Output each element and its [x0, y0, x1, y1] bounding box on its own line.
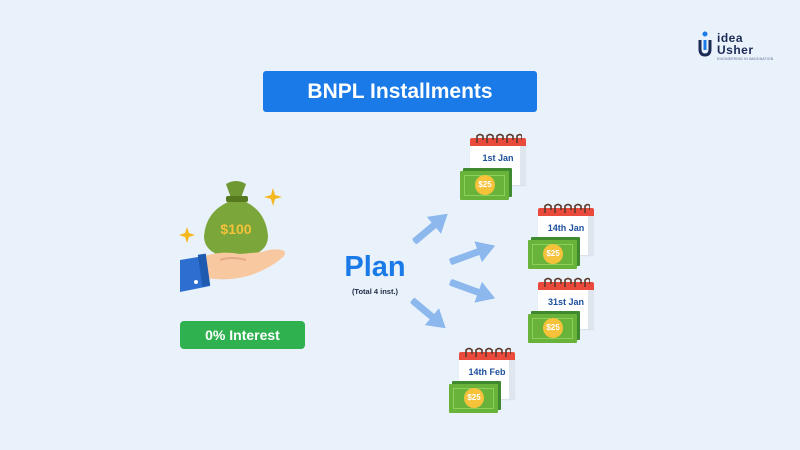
- sparkle-icon: [264, 188, 282, 206]
- installment-banknote: $25: [460, 168, 512, 201]
- plan-arrows: [410, 213, 496, 329]
- installment-amount: $25: [546, 249, 560, 258]
- page-title: BNPL Installments: [263, 71, 537, 112]
- installment-amount: $25: [478, 180, 492, 189]
- logo-text-idea: idea: [717, 31, 744, 45]
- installment-date: 1st Jan: [482, 153, 514, 163]
- installment-banknote: $25: [528, 311, 580, 344]
- coin-icon: [464, 388, 484, 408]
- logo-tagline: ENGINEERING IN IMAGINATION: [717, 57, 774, 61]
- installment-date: 14th Jan: [547, 223, 585, 233]
- arrow-icon: [410, 298, 446, 329]
- calendar-rings-icon: [544, 277, 590, 287]
- plan-sublabel: (Total 4 inst.): [351, 287, 399, 296]
- arrow-icon: [449, 279, 496, 303]
- logo-mark-icon: [698, 31, 712, 57]
- installment-amount: $25: [467, 393, 481, 402]
- coin-icon: [475, 175, 495, 195]
- logo-text-usher: Usher: [717, 43, 754, 57]
- hand-icon: [180, 249, 285, 292]
- calendar-rings-icon: [544, 203, 590, 213]
- installment-date: 31st Jan: [547, 297, 585, 307]
- interest-badge: 0% Interest: [180, 321, 305, 349]
- installment-banknote: $25: [449, 381, 501, 414]
- plan-label: Plan: [344, 251, 406, 283]
- calendar-rings-icon: [465, 347, 511, 357]
- calendar-rings-icon: [476, 133, 522, 143]
- money-bag-amount: $100: [220, 221, 251, 237]
- money-bag-icon: [204, 181, 268, 258]
- coin-icon: [543, 244, 563, 264]
- installment-banknote: $25: [528, 237, 580, 270]
- installment-amount: $25: [546, 323, 560, 332]
- arrow-icon: [449, 241, 496, 265]
- sparkle-icon: [179, 227, 195, 243]
- arrow-icon: [412, 213, 448, 244]
- company-logo: idea Usher ENGINEERING IN IMAGINATION: [697, 30, 777, 62]
- installment-date: 14th Feb: [468, 367, 506, 377]
- coin-icon: [543, 318, 563, 338]
- money-hand-illustration: $100: [179, 181, 285, 292]
